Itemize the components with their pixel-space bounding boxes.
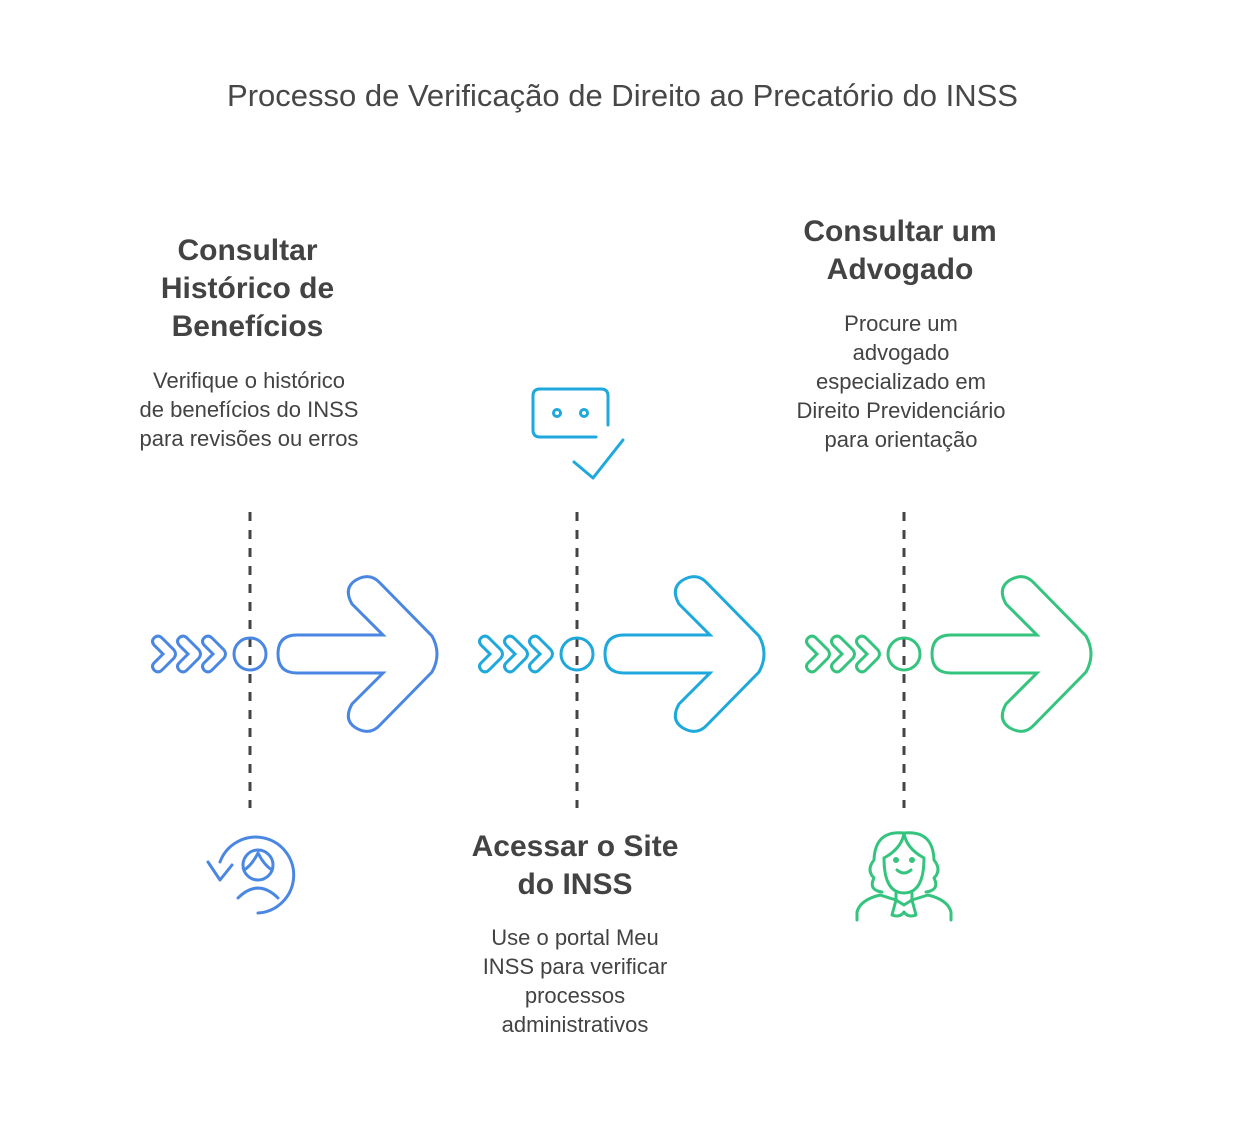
chevron-icon: [805, 634, 831, 674]
chevron-icon: [503, 634, 529, 674]
arrow-icon: [276, 575, 439, 733]
stage-1: [151, 512, 439, 808]
step-1-title: Consultar Histórico de Benefícios: [160, 234, 335, 343]
timeline-node: [559, 636, 595, 672]
arrow-icon: [930, 575, 1093, 733]
chevron-icon: [855, 634, 881, 674]
chat-check-icon: [531, 387, 625, 480]
step-1-description: Verifique o histórico de benefícios do I…: [139, 368, 359, 451]
chevron-icon: [201, 634, 227, 674]
timeline-node: [232, 636, 268, 672]
timeline-node: [886, 636, 922, 672]
chevron-icon: [176, 634, 202, 674]
chevron-icon: [830, 634, 856, 674]
diagram-title: Processo de Verificação de Direito ao Pr…: [227, 78, 1018, 113]
step-2-title: Acessar o Site do INSS: [471, 830, 679, 901]
arrow-icon: [603, 575, 766, 733]
chevron-icon: [151, 634, 177, 674]
step-3-title: Consultar um Advogado: [803, 215, 997, 286]
chevron-icon: [478, 634, 504, 674]
stage-3: [805, 512, 1093, 808]
step-2-description: Use o portal Meu INSS para verificar pro…: [482, 925, 668, 1037]
chevron-icon: [528, 634, 554, 674]
lawyer-icon: [855, 831, 953, 922]
stage-2: [478, 512, 766, 808]
user-history-icon: [206, 835, 296, 915]
step-3-description: Procure um advogado especializado em Dir…: [796, 311, 1006, 452]
